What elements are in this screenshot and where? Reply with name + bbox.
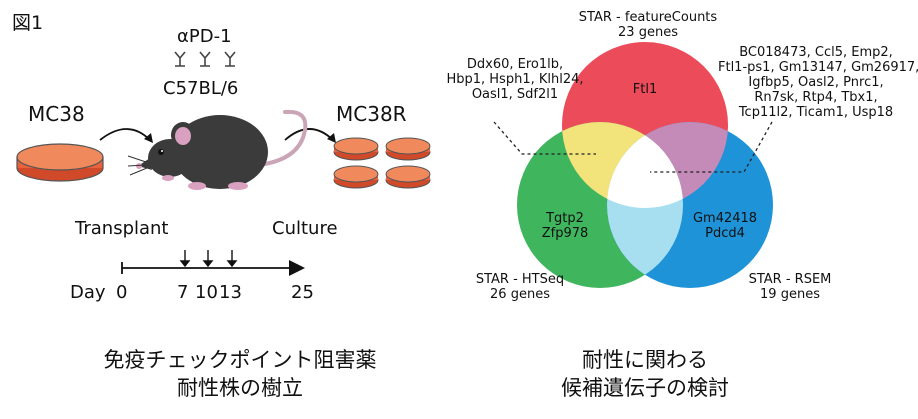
gene-tgtp2: Tgtp2	[546, 211, 584, 226]
antibody-icon	[174, 51, 236, 67]
timeline-tick-10: 10	[195, 282, 218, 303]
strain-label: C57BL/6	[163, 78, 239, 99]
timeline-tick-13: 13	[219, 282, 242, 303]
left-caption-line2: 耐性株の樹立	[177, 376, 303, 400]
mc38r-label: MC38R	[336, 102, 407, 126]
gene-gm42418: Gm42418	[692, 211, 758, 226]
leader-fc-rsem	[650, 121, 773, 173]
set-rsem-label: STAR - RSEM 19 genes	[725, 272, 855, 302]
mc38-label: MC38	[28, 102, 85, 126]
genes-rsem-only: Gm42418 Pdcd4	[685, 211, 765, 241]
mc38r-dishes-icon	[333, 137, 431, 189]
mc38-dish-icon	[16, 143, 104, 182]
timeline-tick-7: 7	[177, 282, 189, 303]
culture-arrow-icon	[284, 128, 334, 141]
overlap-line: Oasl1, Sdf2l1	[471, 87, 559, 102]
overlap-line: Rn7sk, Rtp4, Tbx1,	[754, 90, 878, 105]
set-featurecounts-count: 23 genes	[618, 25, 678, 40]
timeline-tick-0: 0	[116, 282, 128, 303]
antibody-label: αPD-1	[177, 26, 232, 47]
set-rsem-name: STAR - RSEM	[748, 272, 832, 287]
timeline-axis	[121, 260, 305, 276]
left-caption-line1: 免疫チェックポイント阻害薬	[103, 348, 377, 372]
figure-label: 図1	[12, 12, 44, 34]
set-rsem-count: 19 genes	[760, 287, 820, 302]
overlap-line: Tcp11l2, Ticam1, Usp18	[738, 105, 894, 120]
venn-center	[607, 122, 683, 208]
set-htseq-count: 26 genes	[490, 287, 550, 302]
timeline-tick-25: 25	[291, 282, 314, 303]
set-htseq-name: STAR - HTSeq	[475, 272, 565, 287]
genes-htseq-only: Tgtp2 Zfp978	[530, 211, 600, 241]
set-featurecounts-label: STAR - featureCounts 23 genes	[568, 10, 728, 40]
set-htseq-label: STAR - HTSeq 26 genes	[455, 272, 585, 302]
set-featurecounts-name: STAR - featureCounts	[578, 10, 718, 25]
gene-pdcd4: Pdcd4	[705, 226, 745, 241]
right-caption: 耐性に関わる 候補遺伝子の検討	[495, 346, 795, 402]
venn-diagram	[517, 42, 773, 288]
gene-featurecounts-only: Ftl1	[632, 82, 658, 97]
transplant-label: Transplant	[75, 218, 169, 239]
timeline-day-label: Day	[70, 282, 106, 303]
transplant-arrow-icon	[99, 128, 151, 141]
gene-zfp978: Zfp978	[541, 226, 589, 241]
overlap-line: Igfbp5, Oasl2, Pnrc1,	[748, 75, 884, 90]
treatment-arrows	[179, 250, 238, 268]
right-caption-line1: 耐性に関わる	[582, 348, 708, 372]
overlap-line: Hbp1, Hsph1, Klhl24,	[446, 72, 584, 87]
left-caption: 免疫チェックポイント阻害薬 耐性株の樹立	[40, 346, 440, 402]
right-caption-line2: 候補遺伝子の検討	[561, 376, 729, 400]
leader-fc-htseq	[493, 121, 596, 155]
overlap-line: Ddx60, Ero1lb,	[466, 57, 564, 72]
overlap-line: Ftl1-ps1, Gm13147, Gm26917,	[718, 60, 918, 75]
genes-fc-rsem-overlap: BC018473, Ccl5, Emp2, Ftl1-ps1, Gm13147,…	[718, 45, 918, 120]
overlap-line: BC018473, Ccl5, Emp2,	[739, 45, 893, 60]
genes-fc-htseq-overlap: Ddx60, Ero1lb, Hbp1, Hsph1, Klhl24, Oasl…	[440, 57, 590, 102]
culture-label: Culture	[272, 218, 338, 239]
mouse-icon	[127, 109, 308, 190]
